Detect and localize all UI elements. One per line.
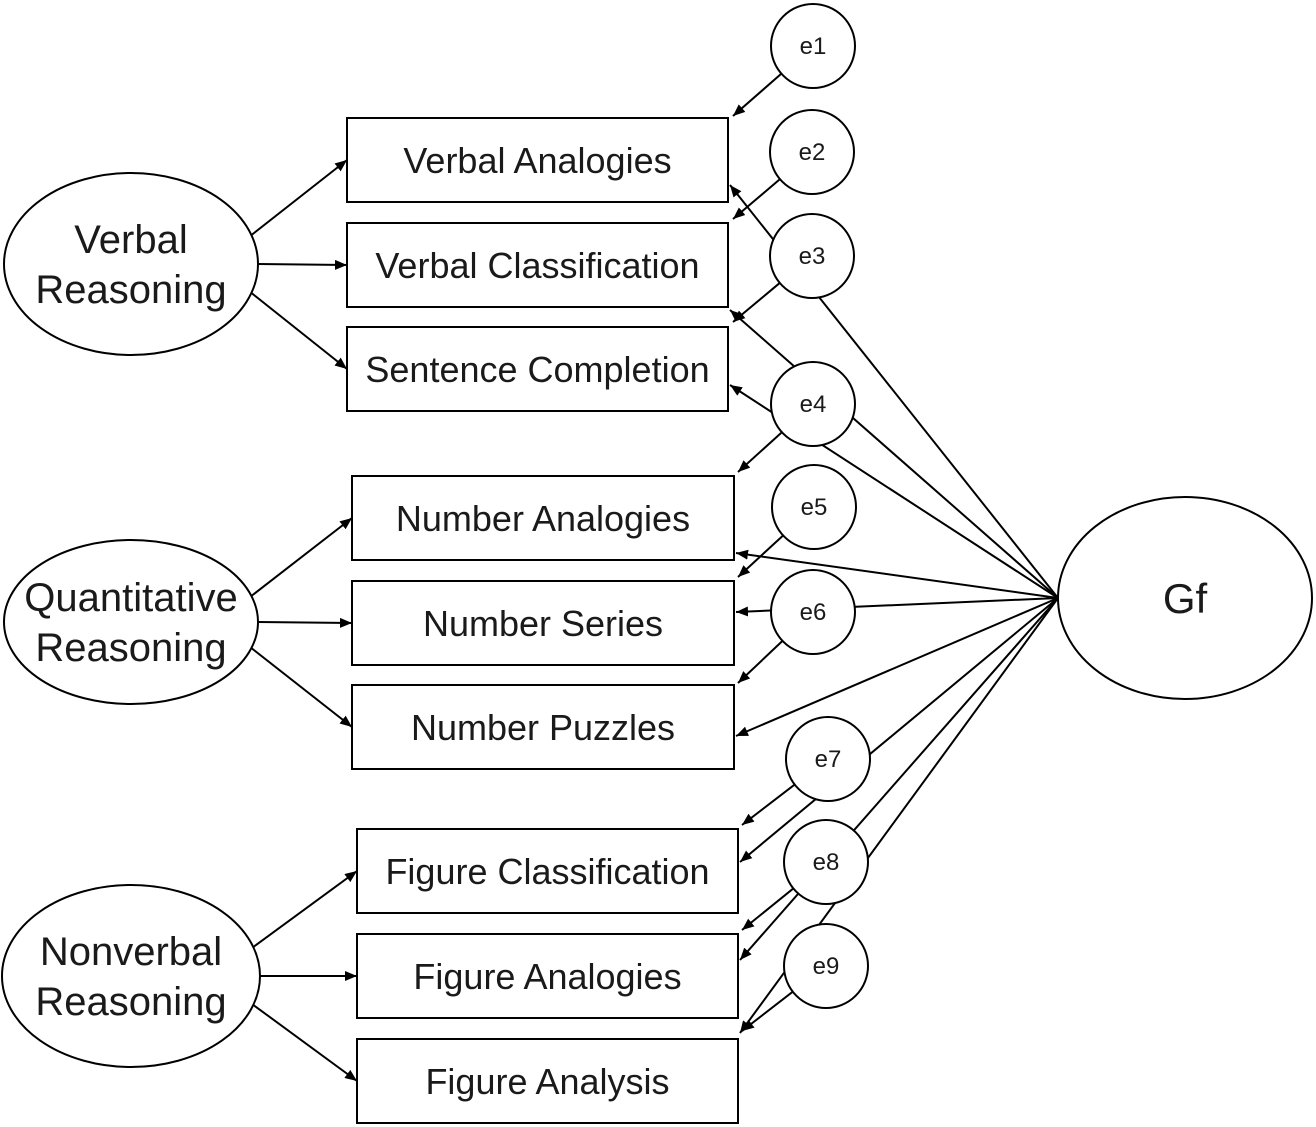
indicator-box	[356, 1038, 739, 1124]
error-arrow-e1	[732, 72, 783, 117]
loading-arrow-sc	[251, 292, 348, 370]
error-circle	[785, 716, 871, 802]
error-label: e4	[800, 391, 827, 418]
error-circle	[770, 3, 856, 89]
loading-arrow-np	[251, 647, 353, 728]
indicator-box	[346, 222, 729, 308]
gf-arrow-na	[735, 549, 1059, 599]
factor-label: Nonverbal	[40, 930, 222, 974]
indicator-label: Number Analogies	[396, 498, 690, 539]
indicator-label: Verbal Classification	[375, 245, 699, 286]
factor-ellipse	[1, 884, 261, 1068]
error-label: e1	[800, 33, 827, 60]
error-circle	[769, 109, 855, 195]
indicator-label: Verbal Analogies	[403, 140, 671, 181]
indicator-label: Number Puzzles	[411, 707, 675, 748]
error-circle	[783, 819, 869, 905]
gf-arrow-fa	[739, 597, 1059, 961]
loading-arrow-fc	[252, 870, 358, 948]
error-e6: e6	[770, 569, 856, 655]
indicator-fan: Figure Analysis	[356, 1038, 739, 1124]
error-arrow-e3	[732, 282, 781, 323]
indicator-ns: Number Series	[351, 580, 735, 666]
error-arrow-e6	[737, 640, 784, 684]
error-e9: e9	[783, 923, 869, 1009]
loading-arrow-fan	[252, 1004, 358, 1082]
error-circle	[770, 569, 856, 655]
error-label: e3	[799, 243, 826, 270]
error-label: e9	[813, 953, 840, 980]
factor-ellipse	[3, 539, 259, 705]
gf-arrow-vc	[729, 309, 1059, 599]
error-label: e8	[813, 849, 840, 876]
indicator-label: Number Series	[423, 603, 663, 644]
indicator-vc: Verbal Classification	[346, 222, 729, 308]
factor-label: Reasoning	[35, 626, 226, 670]
error-e8: e8	[783, 819, 869, 905]
factor-label: Reasoning	[35, 980, 226, 1024]
error-e1: e1	[770, 3, 856, 89]
indicator-va: Verbal Analogies	[346, 117, 729, 203]
indicator-box	[351, 475, 735, 561]
error-e2: e2	[769, 109, 855, 195]
error-arrow-e8	[741, 887, 794, 931]
indicator-label: Figure Analogies	[413, 956, 681, 997]
indicator-label: Sentence Completion	[365, 349, 709, 390]
error-circle	[770, 361, 856, 447]
indicator-fc: Figure Classification	[356, 828, 739, 914]
indicator-np: Number Puzzles	[351, 684, 735, 770]
indicator-label: Figure Classification	[385, 851, 709, 892]
indicator-label: Figure Analysis	[425, 1061, 669, 1102]
error-e3: e3	[769, 213, 855, 299]
error-arrow-e9	[741, 990, 794, 1032]
indicator-na: Number Analogies	[351, 475, 735, 561]
indicator-box	[346, 326, 729, 412]
general-factor-label: Gf	[1163, 575, 1208, 622]
error-label: e5	[801, 494, 828, 521]
loading-arrow-ns	[257, 617, 353, 628]
factor-ellipse	[3, 172, 259, 356]
indicator-box	[356, 933, 739, 1019]
indicator-box	[351, 580, 735, 666]
error-label: e7	[815, 746, 842, 773]
gf-arrow-fc	[739, 597, 1059, 863]
indicator-fa: Figure Analogies	[356, 933, 739, 1019]
factor-label: Verbal	[74, 218, 187, 262]
indicator-box	[351, 684, 735, 770]
indicator-box	[356, 828, 739, 914]
error-arrow-e7	[741, 783, 796, 826]
error-circle	[783, 923, 869, 1009]
error-label: e6	[800, 599, 827, 626]
error-label: e2	[799, 139, 826, 166]
error-arrow-e4	[737, 431, 783, 473]
general-factor: Gf	[1057, 496, 1313, 700]
indicator-box	[346, 117, 729, 203]
error-e7: e7	[785, 716, 871, 802]
loading-arrow-na	[251, 517, 353, 597]
factor-label: Reasoning	[35, 268, 226, 312]
error-arrow-e2	[732, 178, 781, 220]
loading-arrow-vc	[257, 259, 348, 270]
gf-arrow-np	[735, 597, 1059, 737]
indicator-sc: Sentence Completion	[346, 326, 729, 412]
factor-label: Quantitative	[24, 576, 237, 620]
error-circle	[771, 464, 857, 550]
error-arrow-e5	[737, 534, 784, 578]
general-factor-ellipse	[1057, 496, 1313, 700]
loading-arrow-va	[251, 159, 348, 236]
error-e5: e5	[771, 464, 857, 550]
error-e4: e4	[770, 361, 856, 447]
error-circle	[769, 213, 855, 299]
